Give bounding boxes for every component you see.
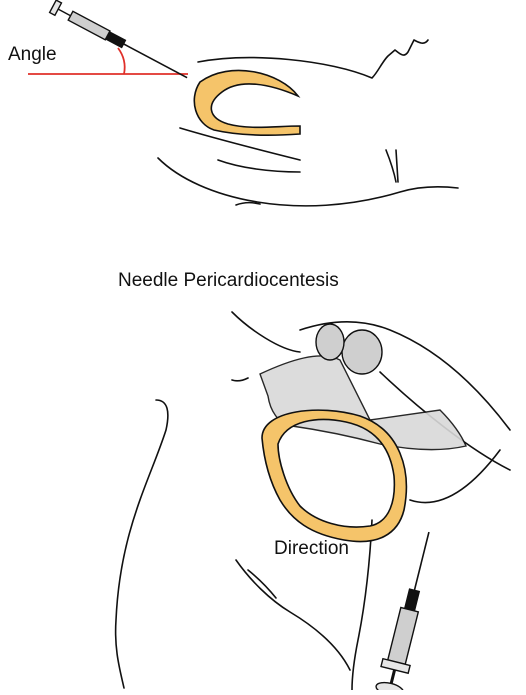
angle-label: Angle — [8, 44, 57, 66]
torso-lower-outline — [158, 158, 458, 206]
syringe-icon — [50, 0, 191, 84]
direction-label: Direction — [274, 538, 349, 560]
pericardium-top — [194, 70, 300, 135]
right-torso-line — [410, 450, 500, 503]
sternum-notch — [386, 150, 398, 182]
ribcage-inner — [248, 570, 276, 598]
syringe-icon — [375, 529, 443, 690]
clavicle-mark — [232, 378, 248, 381]
lower-right-line — [352, 520, 372, 690]
neck-line — [232, 312, 300, 352]
armpit-line — [236, 560, 350, 670]
sternum-bone — [260, 324, 466, 450]
abdomen-line — [218, 160, 300, 172]
left-flank — [116, 400, 168, 688]
navel-line — [236, 203, 260, 205]
angle-arc — [118, 48, 125, 74]
procedure-heading: Needle Pericardiocentesis — [118, 270, 339, 292]
